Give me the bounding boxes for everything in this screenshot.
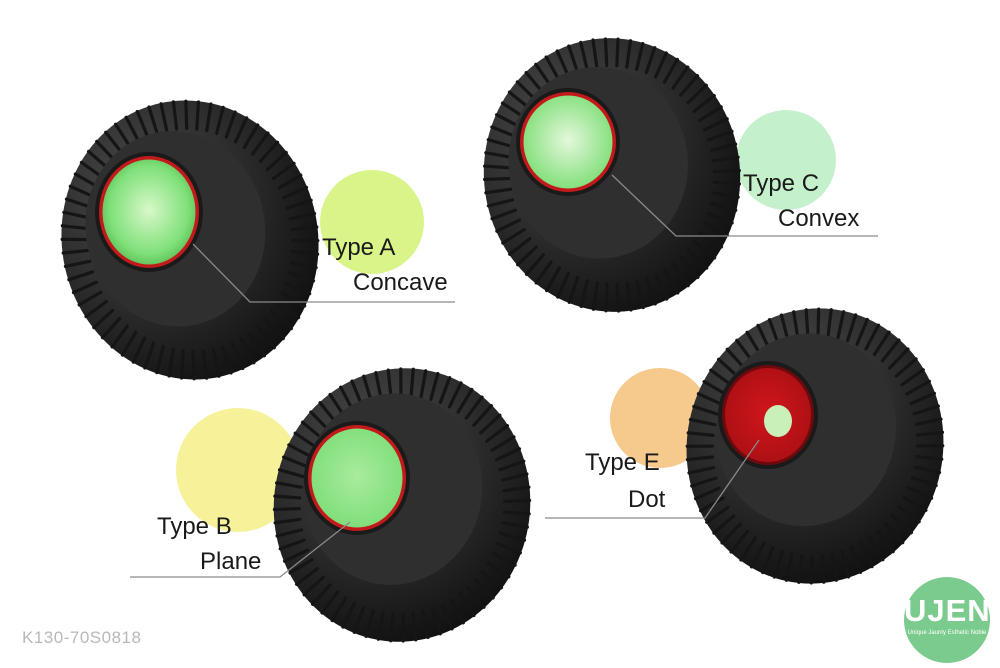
type-c-face [523, 95, 613, 189]
type-b-leader-line [130, 521, 351, 578]
type-a-background-blob [320, 170, 424, 274]
product-code: K130-70S0818 [22, 628, 142, 647]
type-a-shape-label: Concave [353, 269, 448, 296]
type-e-background-blob [610, 368, 710, 468]
type-a-leader-line [192, 243, 455, 303]
type-c-background-blob [736, 110, 836, 210]
type-a-face [102, 159, 196, 265]
type-e-shape-label: Dot [628, 486, 666, 513]
type-b-knob-ribs [272, 367, 532, 643]
type-e-dot [764, 405, 792, 437]
ujen-logo: UJEN Unique Jaunty Esthetic Noble [904, 577, 990, 663]
type-a-knob-ribs [60, 99, 320, 381]
type-a-label: Type A [322, 234, 396, 261]
type-c-label: Type C [743, 170, 820, 197]
type-c-knob-ribs [483, 37, 741, 313]
logo-tagline: Unique Jaunty Esthetic Noble [907, 630, 987, 636]
type-e-knob [685, 307, 945, 585]
type-c-leader-line [611, 174, 878, 237]
type-b-face [311, 428, 403, 528]
type-e-leader-line [545, 439, 760, 519]
type-c-shape-label: Convex [778, 205, 860, 232]
type-b-shape-label: Plane [200, 548, 262, 575]
logo-wordmark: UJEN [904, 593, 991, 628]
type-b-background-blob [176, 408, 300, 532]
type-e-knob-ribs [685, 307, 945, 585]
type-b-label: Type B [157, 513, 232, 540]
type-e-label: Type E [585, 449, 660, 476]
